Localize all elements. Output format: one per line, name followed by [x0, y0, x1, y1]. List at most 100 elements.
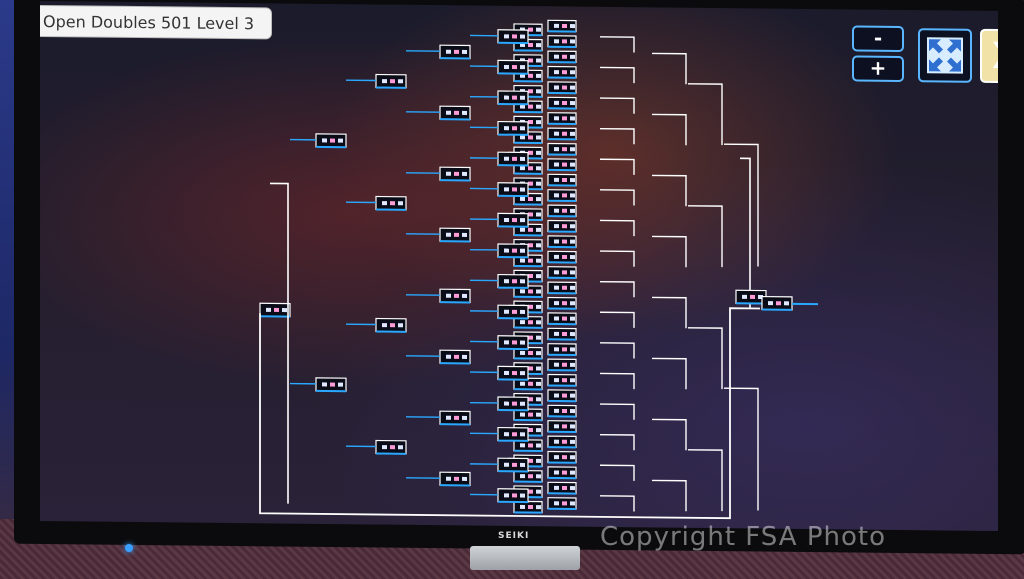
match-box — [547, 19, 577, 33]
match-box — [439, 166, 471, 182]
match-box — [547, 219, 577, 233]
match-box — [547, 435, 577, 449]
match-box — [513, 500, 543, 514]
match-box — [547, 312, 577, 326]
match-box — [547, 127, 577, 141]
match-box — [439, 410, 471, 426]
match-box — [547, 204, 577, 218]
bracket-line — [600, 97, 635, 114]
bracket-line — [652, 113, 687, 146]
bracket-line — [600, 372, 635, 390]
bracket-line — [688, 205, 723, 268]
match-box — [497, 365, 529, 381]
match-box — [497, 151, 529, 167]
bracket-line — [600, 36, 635, 53]
match-box — [547, 404, 577, 418]
match-box — [439, 44, 471, 60]
bracket-line — [652, 235, 687, 268]
bracket-line — [600, 311, 635, 328]
match-box — [547, 481, 577, 495]
match-box — [547, 327, 577, 341]
bracket-line — [600, 280, 635, 298]
match-box — [513, 408, 543, 422]
bracket-line — [652, 296, 687, 329]
bracket-line — [724, 387, 759, 511]
fit-to-screen-button[interactable] — [918, 28, 972, 83]
bracket-line — [600, 66, 635, 84]
bracket-line — [600, 464, 635, 481]
match-box — [497, 29, 529, 45]
match-box — [497, 426, 529, 442]
match-box — [375, 317, 407, 333]
match-box — [547, 343, 577, 356]
match-box — [375, 195, 407, 211]
match-box — [547, 420, 577, 433]
fullscreen-arrows-icon — [927, 37, 963, 74]
match-box — [497, 59, 529, 75]
match-box — [547, 373, 577, 387]
match-box — [439, 105, 471, 121]
match-box — [439, 349, 471, 365]
match-box — [439, 471, 471, 487]
bracket-line — [688, 327, 723, 390]
bracket-line — [688, 83, 723, 146]
match-box — [547, 358, 577, 372]
bracket-line — [652, 357, 687, 390]
match-box — [547, 389, 577, 403]
match-box — [547, 450, 577, 464]
match-box — [547, 50, 577, 64]
match-box — [375, 439, 407, 455]
match-box — [547, 250, 577, 264]
match-box — [513, 161, 543, 175]
bracket-line — [652, 52, 687, 85]
match-box — [497, 182, 529, 198]
match-box — [761, 295, 793, 311]
match-box — [547, 81, 577, 95]
match-box — [547, 497, 577, 510]
bracket-line — [652, 174, 687, 207]
bracket-line — [600, 219, 635, 237]
bracket-line — [600, 495, 635, 512]
match-box — [315, 133, 347, 149]
match-box — [547, 466, 577, 480]
bracket-line — [270, 182, 289, 504]
bracket-line — [259, 307, 760, 520]
match-box — [497, 90, 529, 106]
bracket-line — [600, 189, 635, 206]
tournament-bracket — [259, 19, 818, 520]
match-box — [547, 158, 577, 172]
match-box — [439, 227, 471, 243]
match-box — [513, 439, 543, 453]
bracket-line — [600, 342, 635, 359]
bracket-line — [724, 143, 759, 267]
monitor-brand-logo: SEIKI — [498, 531, 530, 541]
match-box — [547, 96, 577, 110]
match-box — [497, 457, 529, 473]
match-box — [497, 304, 529, 320]
bracket-line — [740, 157, 751, 309]
match-box — [547, 142, 577, 156]
match-box — [547, 112, 577, 125]
match-box — [497, 273, 529, 289]
match-box — [547, 296, 577, 310]
bracket-line — [600, 433, 635, 451]
match-box — [497, 120, 529, 136]
match-box — [513, 469, 543, 483]
monitor-stand — [470, 546, 580, 570]
match-box — [547, 281, 577, 295]
match-box — [547, 235, 577, 249]
match-box — [547, 266, 577, 279]
match-box — [497, 335, 529, 351]
match-box — [497, 212, 529, 228]
match-box — [315, 377, 347, 393]
match-box — [439, 288, 471, 304]
power-led — [125, 544, 133, 552]
bracket-line — [600, 158, 635, 175]
bracket-line — [600, 250, 635, 267]
match-box — [497, 396, 529, 412]
match-box — [547, 65, 577, 79]
bracket-line — [600, 127, 635, 145]
match-box — [497, 488, 529, 504]
bracket-line — [688, 449, 723, 512]
match-box — [547, 35, 577, 48]
